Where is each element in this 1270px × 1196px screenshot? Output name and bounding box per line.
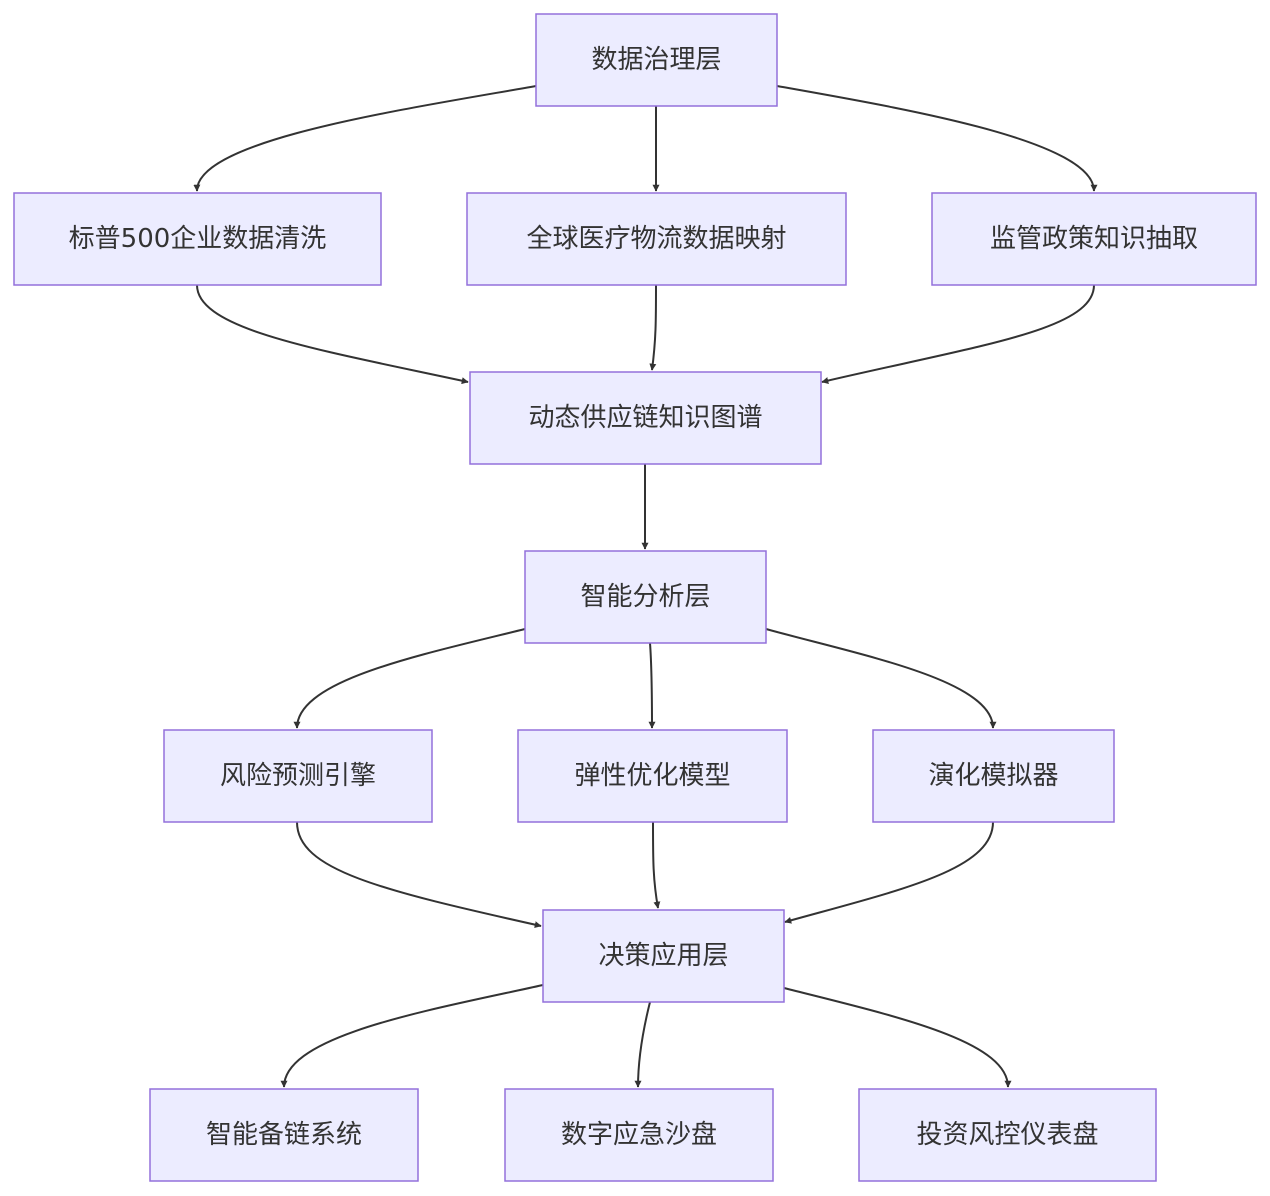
node-elastic: 弹性优化模型 — [517, 729, 788, 823]
edge-line — [193, 85, 537, 192]
node-evo: 演化模拟器 — [872, 729, 1115, 823]
edge-line — [196, 284, 469, 385]
edge-policy-to-kg — [821, 284, 1095, 384]
node-risk: 风险预测引擎 — [163, 729, 433, 823]
edge-sp500-to-kg — [196, 284, 469, 385]
node-label: 投资风控仪表盘 — [916, 1120, 1098, 1150]
node-label: 决策应用层 — [598, 941, 728, 971]
edge-risk-to-decision — [296, 821, 542, 929]
node-sandbox: 数字应急沙盘 — [504, 1088, 774, 1182]
node-box — [931, 192, 1257, 286]
edge-ai_layer-to-risk — [293, 628, 526, 729]
node-label: 智能备链系统 — [206, 1120, 362, 1150]
edge-line — [652, 821, 661, 909]
edge-line — [648, 642, 656, 729]
edge-line — [821, 284, 1095, 384]
node-box — [872, 729, 1115, 823]
node-label: 智能分析层 — [580, 582, 710, 612]
node-policy: 监管政策知识抽取 — [931, 192, 1257, 286]
node-box — [469, 371, 822, 465]
node-label: 风险预测引擎 — [220, 761, 376, 791]
node-logistics: 全球医疗物流数据映射 — [466, 192, 847, 286]
edge-line — [784, 821, 994, 924]
edges — [193, 85, 1098, 1088]
node-label: 全球医疗物流数据映射 — [526, 224, 786, 254]
node-label: 弹性优化模型 — [574, 761, 730, 791]
edge-ai_layer-to-evo — [765, 628, 997, 729]
node-box — [466, 192, 847, 286]
edge-line — [765, 628, 997, 729]
edge-decision-to-sandbox — [634, 1001, 651, 1088]
node-label: 标普500企业数据清洗 — [69, 224, 327, 254]
node-box — [163, 729, 433, 823]
node-invest: 投资风控仪表盘 — [858, 1088, 1157, 1182]
edge-line — [649, 284, 657, 371]
node-data-layer: 数据治理层 — [535, 13, 778, 107]
node-label: 数字应急沙盘 — [561, 1120, 717, 1150]
node-box — [517, 729, 788, 823]
node-box — [542, 909, 785, 1003]
node-decision: 决策应用层 — [542, 909, 785, 1003]
node-kg: 动态供应链知识图谱 — [469, 371, 822, 465]
edge-decision-to-backup — [280, 984, 544, 1088]
edge-line — [634, 1001, 651, 1088]
node-label: 监管政策知识抽取 — [990, 224, 1198, 254]
node-backup: 智能备链系统 — [149, 1088, 419, 1182]
edge-logistics-to-kg — [649, 284, 657, 371]
edge-elastic-to-decision — [652, 821, 661, 909]
node-ai-layer: 智能分析层 — [524, 550, 767, 644]
edge-line — [783, 987, 1012, 1088]
node-label: 动态供应链知识图谱 — [528, 403, 762, 433]
node-sp500: 标普500企业数据清洗 — [13, 192, 382, 286]
node-label: 数据治理层 — [591, 45, 721, 75]
edge-decision-to-invest — [783, 987, 1012, 1088]
node-box — [535, 13, 778, 107]
node-box — [858, 1088, 1157, 1182]
edge-line — [293, 628, 526, 729]
node-box — [524, 550, 767, 644]
edge-line — [296, 821, 542, 929]
node-box — [149, 1088, 419, 1182]
node-box — [13, 192, 382, 286]
edge-line — [776, 85, 1098, 192]
edge-ai_layer-to-elastic — [648, 642, 656, 729]
edge-data_layer-to-policy — [776, 85, 1098, 192]
node-box — [504, 1088, 774, 1182]
node-label: 演化模拟器 — [928, 761, 1058, 791]
edge-evo-to-decision — [784, 821, 994, 924]
edge-line — [280, 984, 544, 1088]
edge-data_layer-to-sp500 — [193, 85, 537, 192]
